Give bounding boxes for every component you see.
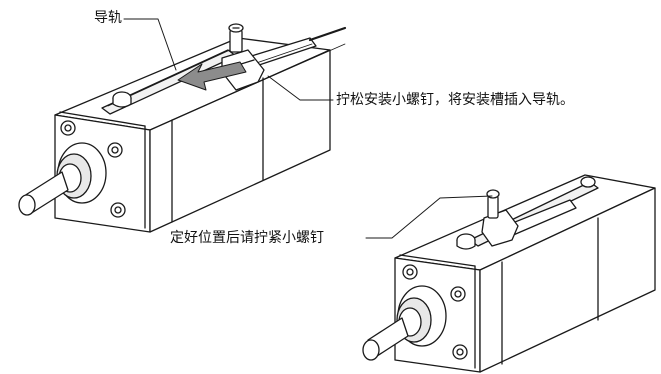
cylinder-top-left [18, 23, 347, 233]
cylinder1-cable [308, 26, 347, 42]
cylinder1-screw-br [110, 202, 126, 218]
cylinder1-screw-tl [60, 120, 76, 136]
cylinder1-screw-tr [107, 142, 123, 158]
cylinder2-set-screw [487, 195, 499, 219]
cylinder2-bracket [481, 209, 519, 247]
leader-rail [123, 18, 177, 71]
cylinder-bottom-right [362, 174, 656, 373]
cylinder1-rod-end [18, 194, 36, 216]
leader-tighten [365, 195, 493, 239]
cylinder1-set-screw [229, 29, 243, 53]
label-tighten: 定好位置后请拧紧小螺钉 [170, 230, 324, 246]
label-rail: 导轨 [94, 10, 122, 26]
label-loosen-insert: 拧松安装小螺钉，将安装槽插入导轨。 [336, 92, 574, 108]
insert-direction-arrow [177, 61, 247, 91]
cylinder2-side-face [479, 187, 656, 373]
leader-loosen [267, 75, 334, 101]
